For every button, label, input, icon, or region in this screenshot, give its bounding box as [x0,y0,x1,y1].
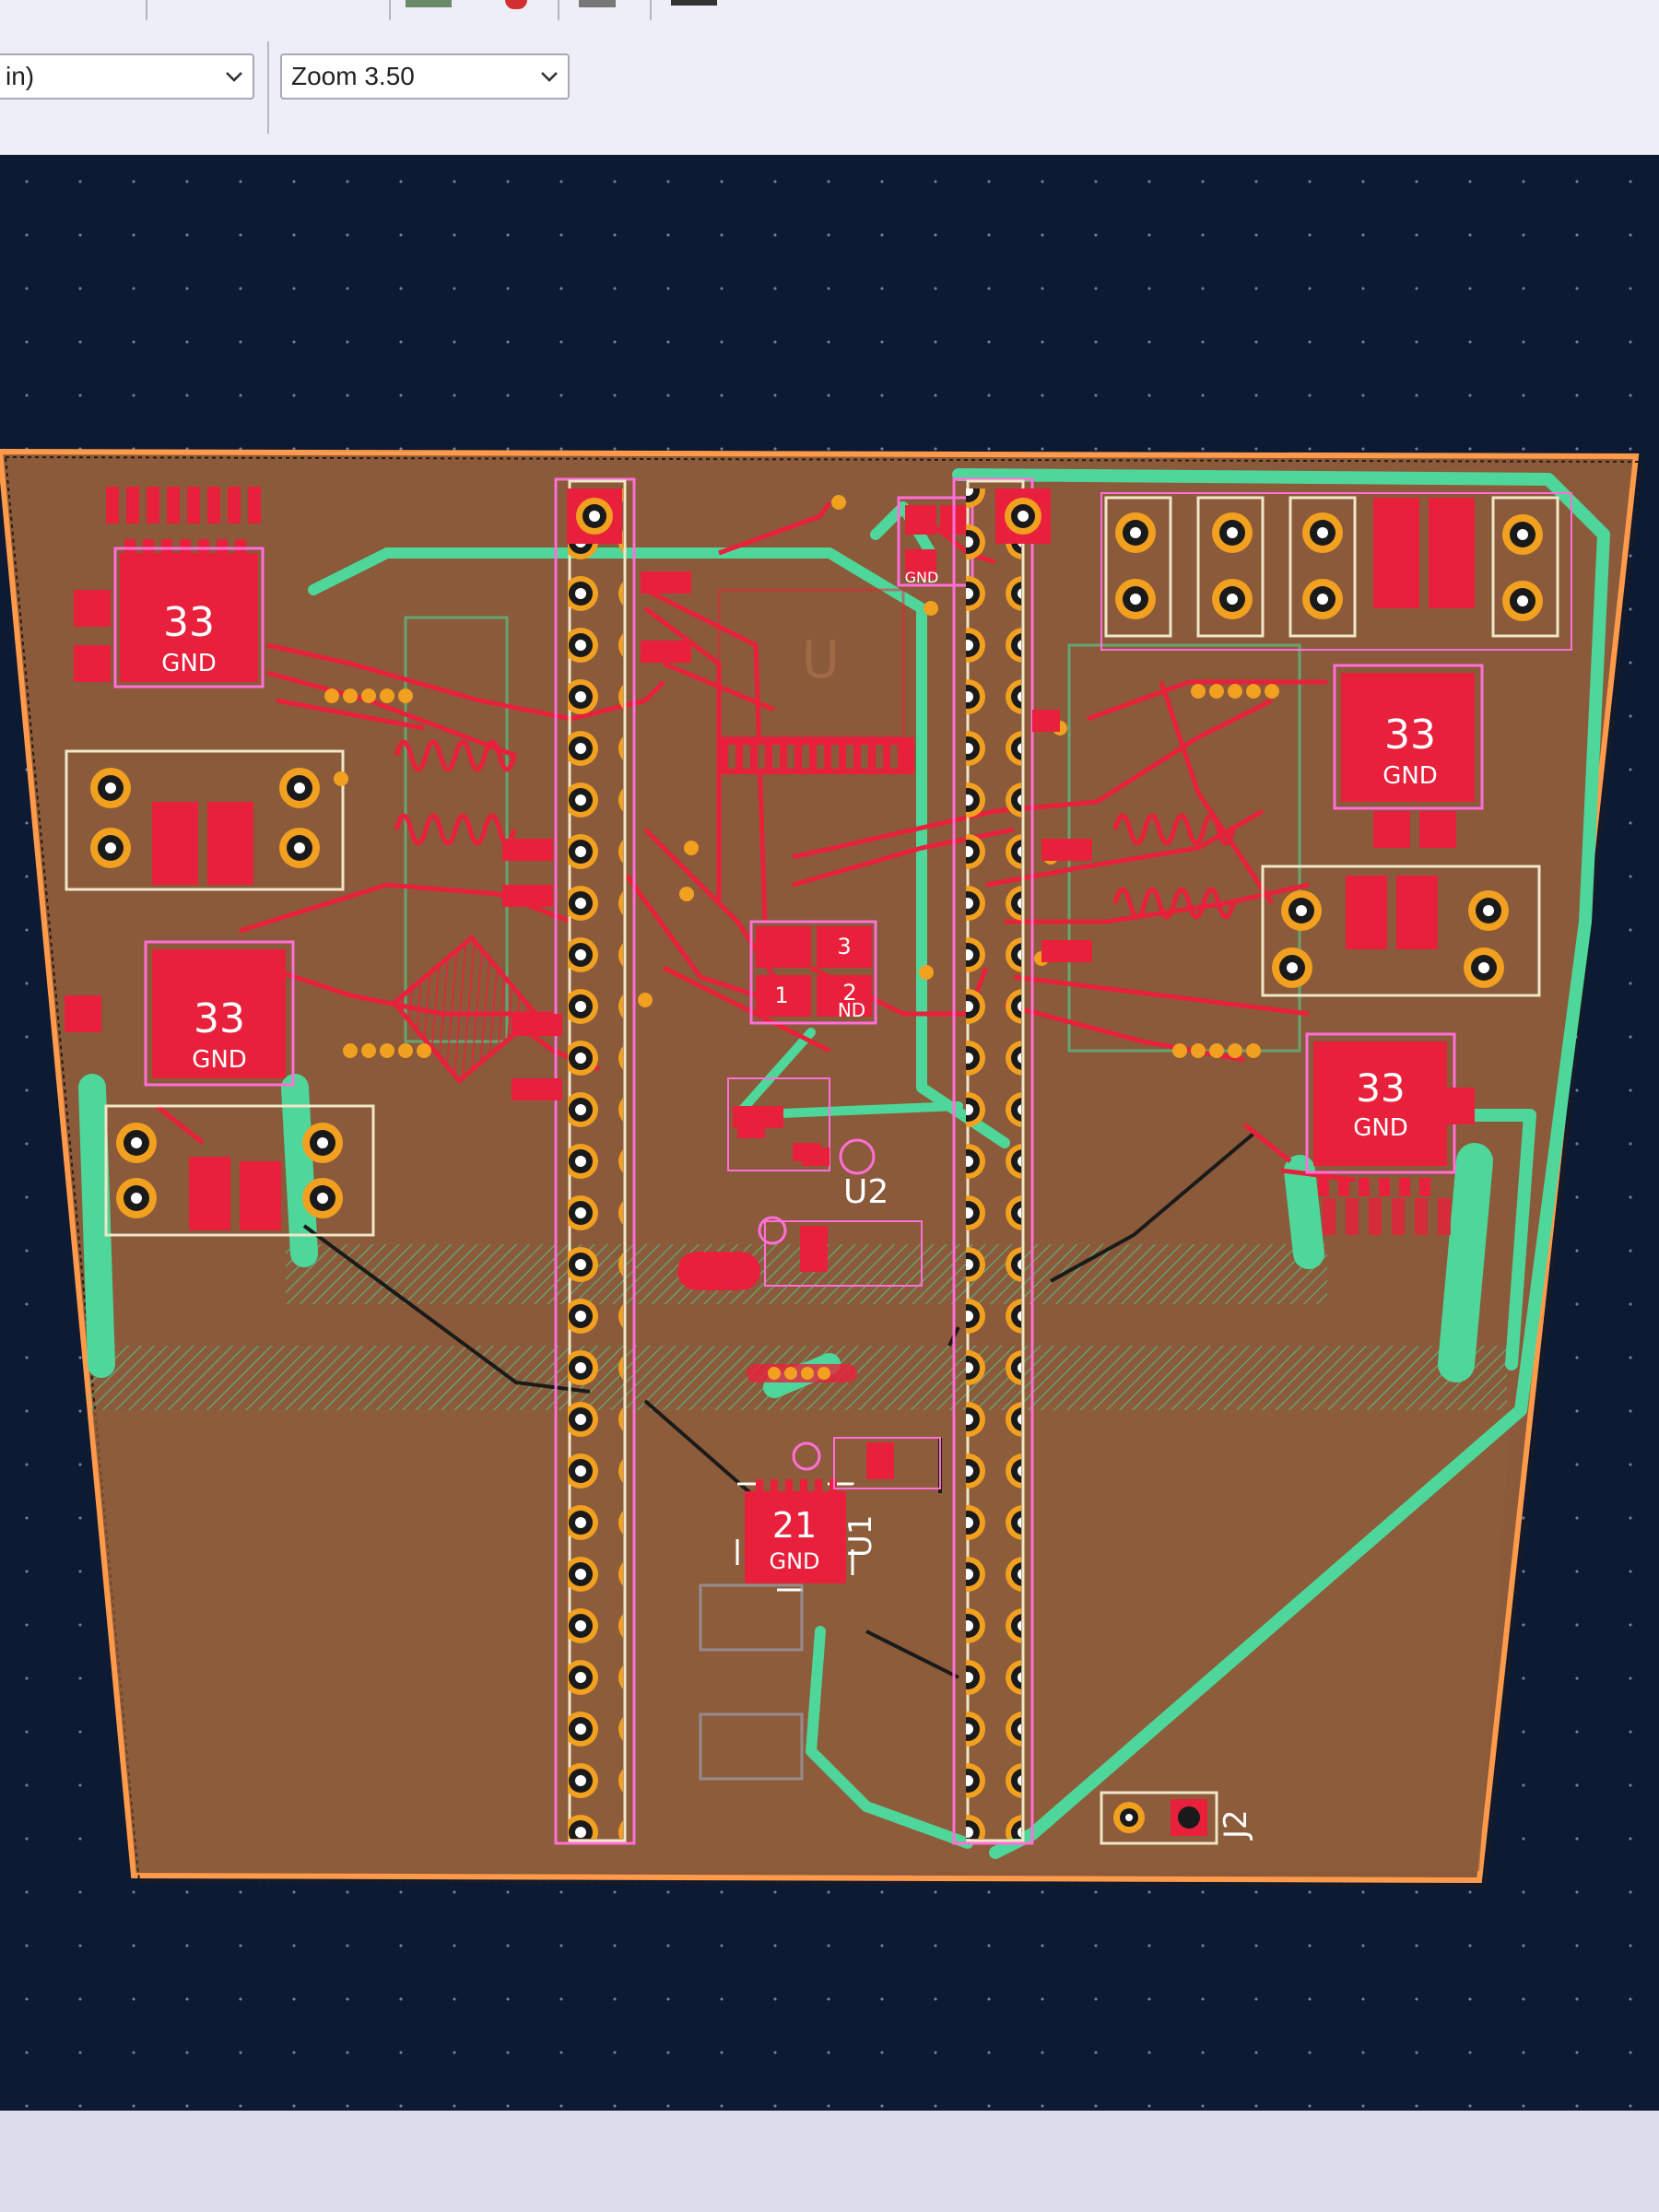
chevron-down-icon[interactable] [531,55,568,98]
zoom-select-value: Zoom 3.50 [291,62,415,90]
quad-ic-mid-left: 33 GND [144,940,295,1087]
designator-u2: U2 [843,1173,888,1211]
grid-select-value: in) [6,62,35,90]
zoom-select[interactable]: Zoom 3.50 [280,53,570,100]
quad-ic-bottom-right: 33 GND [1305,1032,1456,1235]
toolbar: in) Zoom 3.50 [0,0,1659,157]
center-pad-cluster: 3 1 2 ND [749,920,877,1025]
chevron-down-icon[interactable] [216,55,253,98]
quad-ic-top-left: 33 GND [106,487,265,688]
designator-u1: U1 [842,1514,879,1558]
ic-net-label: 21 [772,1505,817,1546]
pad-number: 1 [774,982,788,1008]
toolbar-button-icon[interactable] [671,0,717,6]
ic-ref-label: GND [192,1046,247,1074]
toolbar-separator [389,0,391,20]
pin-header-right [952,477,1051,1845]
record-icon[interactable] [505,0,527,9]
ic-ref-label: GND [1353,1114,1408,1142]
smd-components [65,571,1475,1166]
toolbar-button-icon[interactable] [579,0,616,7]
ic-ref-label: GND [1382,762,1438,790]
ic-net-label: 33 [1356,1065,1405,1111]
toolbar-separator [267,41,269,134]
designator-j2: J2 [1218,1809,1254,1841]
toolbar-icon-row [0,0,1659,20]
pad-number: 3 [837,934,851,959]
bottom-status-area [0,2111,1659,2212]
ic-ref-label: GND [161,650,217,677]
pad-number: 2 [842,980,856,1006]
pad-net: ND [838,999,865,1021]
ic-ref-label: GND [769,1548,819,1574]
tht-pads-left [65,749,375,1237]
tht-pads-right [1100,492,1572,997]
j2-connector: J2 [1100,1791,1254,1845]
toolbar-separator [146,0,147,20]
ic-net-label: 33 [194,995,245,1042]
toolbar-separator [558,0,559,20]
small-ic-label: GND [905,569,939,586]
silk-text: U [802,630,840,690]
toolbar-button-icon[interactable] [406,0,452,7]
toolbar-separator [650,0,652,20]
ic-footprint-center: U [717,588,914,774]
ic-net-label: 33 [163,599,215,646]
ic-net-label: 33 [1384,712,1436,759]
quad-ic-top-right: 33 GND [1333,664,1484,810]
pin-header-left [554,477,636,1845]
serpentine-traces [390,739,1236,1085]
grid-select[interactable]: in) [0,53,254,100]
u1-ic: 21 GND U1 [699,1364,941,1781]
